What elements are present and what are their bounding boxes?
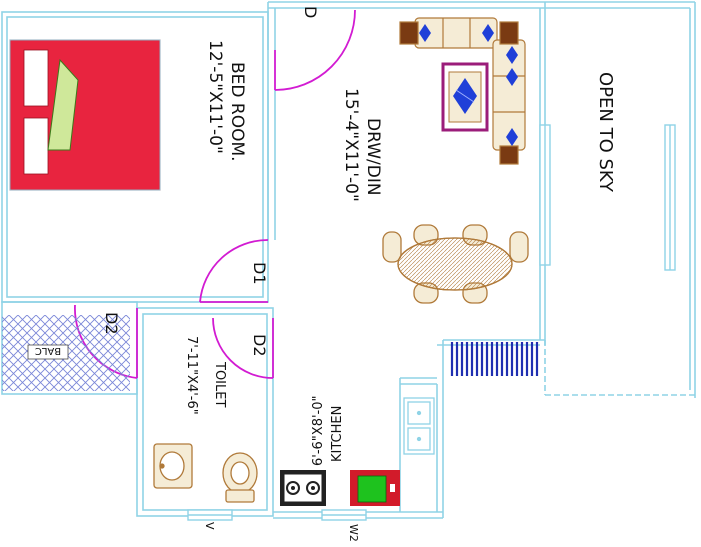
kitchen-sink-icon [403, 397, 435, 455]
tv-unit-icon [441, 62, 489, 132]
balcony-label-box [27, 344, 69, 360]
door-d1-label: D1 [250, 262, 269, 285]
wash-basin-icon [153, 443, 193, 489]
window-v [187, 509, 233, 521]
bed-icon [9, 39, 161, 191]
fridge-icon [350, 470, 400, 506]
bedroom-wall-inner [6, 16, 264, 298]
kitchen-dim: 6'-6"X8'-0" [311, 396, 326, 466]
toilet-label: TOILET [212, 361, 227, 407]
dining-table-icon [382, 224, 529, 304]
kitchen-label: KITCHEN [330, 406, 345, 462]
open-to-sky-label: OPEN TO SKY [595, 72, 616, 193]
window-v-label: V [203, 522, 216, 530]
drawing-room-dim: 15'-4"X11'-0" [341, 88, 361, 202]
door-d2-balcony-label: D2 [102, 312, 121, 335]
staircase-icon [450, 342, 539, 376]
wc-icon [222, 452, 258, 503]
door-d-top-label: D [301, 6, 320, 18]
bedroom-dim: 12'-5"X11'-0" [205, 40, 225, 154]
toilet-dim: 7'-11"X4'-6" [184, 336, 199, 415]
bedroom-label: BED ROOM. [227, 62, 247, 162]
door-d2-toilet-label: D2 [250, 334, 269, 357]
drawing-room-label: DRW/DIN [363, 118, 383, 196]
window-w2-label: W2 [347, 524, 360, 542]
sofa-set-icon [399, 17, 526, 165]
balcony-label: BALC [35, 345, 61, 356]
stove-icon [280, 470, 326, 506]
courtyard-windows [539, 124, 676, 271]
window-w2 [321, 509, 367, 521]
